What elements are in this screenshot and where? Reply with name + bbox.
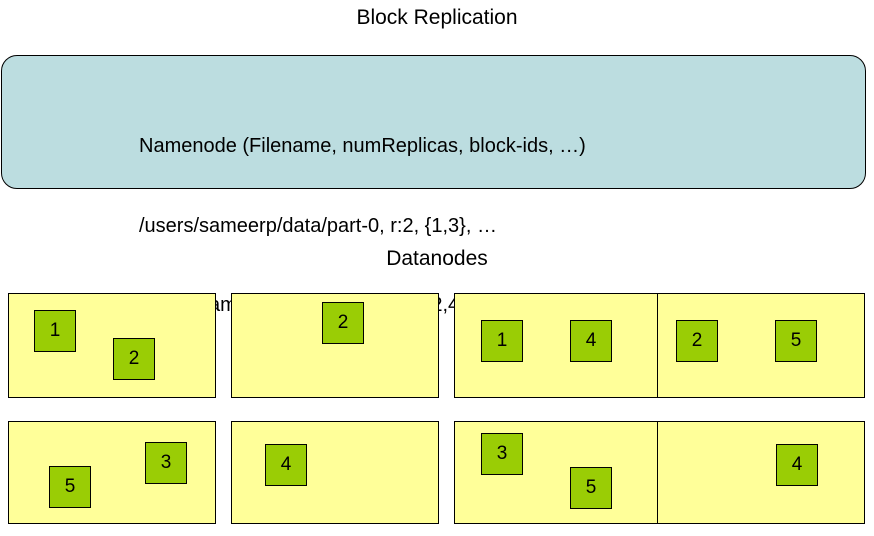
block-replica: 4	[776, 444, 818, 486]
datanodes-section-label: Datanodes	[386, 247, 488, 270]
block-replica: 4	[265, 444, 307, 486]
block-replica: 2	[322, 302, 364, 344]
block-replica: 5	[49, 466, 91, 508]
block-replica: 1	[481, 320, 523, 362]
datanode-box: 4	[231, 421, 439, 524]
namenode-panel	[1, 55, 866, 189]
datanode-box: 4	[657, 421, 865, 524]
block-replica: 4	[570, 320, 612, 362]
block-replica: 2	[676, 320, 718, 362]
block-replica: 3	[145, 442, 187, 484]
page-title: Block Replication	[356, 6, 518, 29]
block-replica: 3	[481, 433, 523, 475]
namenode-header-line: Namenode (Filename, numReplicas, block-i…	[139, 135, 586, 157]
block-replica: 5	[570, 467, 612, 509]
block-replica: 5	[775, 320, 817, 362]
datanode-box: 2	[231, 293, 439, 398]
block-replica: 2	[113, 338, 155, 380]
block-replica: 1	[34, 310, 76, 352]
namenode-file-entry-0: /users/sameerp/data/part-0, r:2, {1,3}, …	[139, 214, 497, 237]
